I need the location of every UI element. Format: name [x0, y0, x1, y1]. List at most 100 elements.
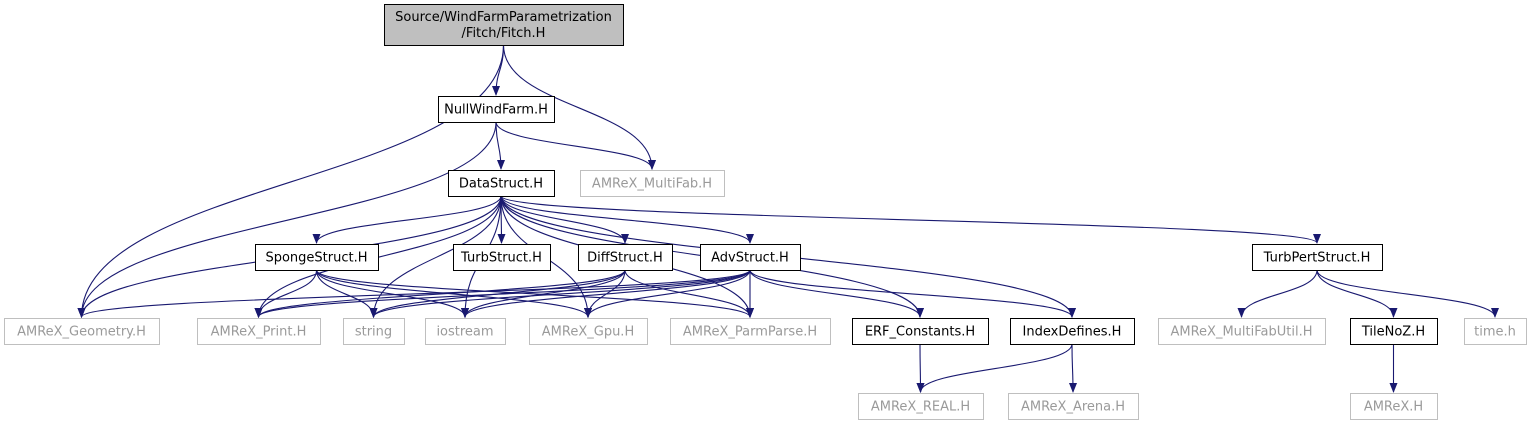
edge-advstruct-to-erf_constants [749, 269, 924, 318]
node-label-line-erf_constants-0: ERF_Constants.H [865, 325, 975, 340]
node-label-line-amrex_real-0: AMReX_REAL.H [871, 400, 970, 415]
node-erf_constants[interactable]: ERF_Constants.H [852, 318, 989, 345]
node-label-indexdefines: IndexDefines.H [1023, 325, 1122, 340]
node-label-erf_constants: ERF_Constants.H [865, 325, 975, 340]
edge-spongestruct-to-amrex_gpu [315, 269, 592, 318]
node-turbstruct[interactable]: TurbStruct.H [453, 244, 551, 271]
node-amrex_print: AMReX_Print.H [197, 318, 321, 345]
node-label-turbstruct: TurbStruct.H [460, 251, 542, 266]
node-label-line-diffstruct-0: DiffStruct.H [587, 251, 663, 266]
edge-datastruct-to-amrex_print [254, 195, 502, 318]
node-indexdefines[interactable]: IndexDefines.H [1010, 318, 1135, 345]
node-fitch[interactable]: Source/WindFarmParametrization/Fitch/Fit… [384, 4, 624, 46]
node-amrex_gpu: AMReX_Gpu.H [529, 318, 648, 345]
node-label-line-spongestruct-0: SpongeStruct.H [265, 251, 367, 266]
node-label-line-time_h-0: time.h [1474, 325, 1516, 340]
node-label-amrex_parmparse: AMReX_ParmParse.H [683, 325, 817, 340]
edge-diffstruct-to-amrex_parmparse [624, 269, 754, 318]
node-box-indexdefines [1010, 318, 1135, 345]
edge-turbpertstruct-to-time_h [1316, 269, 1499, 318]
node-label-advstruct: AdvStruct.H [711, 251, 789, 266]
node-nullwindfarm[interactable]: NullWindFarm.H [438, 96, 555, 123]
edge-diffstruct-to-iostream [461, 269, 626, 318]
edge-datastruct-to-advstruct [500, 195, 754, 244]
node-label-line-turbstruct-0: TurbStruct.H [460, 251, 542, 266]
node-box-iostream [425, 318, 506, 345]
node-tilenoz[interactable]: TileNoZ.H [1350, 318, 1438, 345]
edge-advstruct-to-string [369, 269, 751, 318]
node-iostream: iostream [425, 318, 506, 345]
node-label-line-amrex_geometry-0: AMReX_Geometry.H [17, 325, 146, 340]
node-label-amrex_h: AMReX.H [1364, 400, 1423, 415]
node-amrex_multifab: AMReX_MultiFab.H [580, 170, 725, 197]
node-box-amrex_multifab [580, 170, 725, 197]
node-box-string [343, 318, 405, 345]
node-label-fitch: Source/WindFarmParametrization/Fitch/Fit… [395, 10, 612, 41]
node-box-amrex_h [1350, 393, 1438, 420]
edge-turbpertstruct-to-amrex_multifabutil [1237, 269, 1318, 318]
edge-advstruct-to-indexdefines [749, 269, 1076, 318]
node-spongestruct[interactable]: SpongeStruct.H [255, 244, 379, 271]
node-label-datastruct: DataStruct.H [459, 177, 543, 192]
node-box-amrex_gpu [529, 318, 648, 345]
node-label-line-indexdefines-0: IndexDefines.H [1023, 325, 1122, 340]
node-label-amrex_arena: AMReX_Arena.H [1021, 400, 1125, 415]
edge-datastruct-to-string [369, 195, 502, 318]
node-box-advstruct [700, 244, 801, 271]
edge-fitch-to-nullwindfarm [492, 44, 505, 96]
node-label-line-turbpertstruct-0: TurbPertStruct.H [1263, 251, 1371, 266]
edge-spongestruct-to-iostream [315, 269, 469, 318]
node-label-line-nullwindfarm-0: NullWindFarm.H [444, 103, 548, 118]
node-label-line-amrex_gpu-0: AMReX_Gpu.H [542, 325, 634, 340]
node-label-iostream: iostream [436, 325, 493, 340]
node-box-amrex_multifabutil [1158, 318, 1326, 345]
node-label-line-datastruct-0: DataStruct.H [459, 177, 543, 192]
node-amrex_geometry: AMReX_Geometry.H [4, 318, 160, 345]
node-amrex_arena: AMReX_Arena.H [1008, 393, 1139, 420]
node-box-fitch [384, 4, 624, 46]
node-label-line-amrex_multifabutil-0: AMReX_MultiFabUtil.H [1171, 325, 1313, 340]
edge-advstruct-to-amrex_geometry [77, 269, 751, 318]
node-label-line-iostream-0: iostream [436, 325, 493, 340]
node-label-amrex_multifab: AMReX_MultiFab.H [592, 177, 712, 192]
node-label-line-advstruct-0: AdvStruct.H [711, 251, 789, 266]
node-label-string: string [355, 325, 392, 340]
edge-turbpertstruct-to-tilenoz [1316, 269, 1398, 318]
edge-datastruct-to-spongestruct [312, 195, 502, 244]
node-amrex_real: AMReX_REAL.H [858, 393, 984, 420]
edge-indexdefines-to-amrex_real [916, 343, 1073, 393]
node-label-amrex_real: AMReX_REAL.H [871, 400, 970, 415]
node-label-nullwindfarm: NullWindFarm.H [444, 103, 548, 118]
node-box-amrex_arena [1008, 393, 1139, 420]
node-box-turbpertstruct [1252, 244, 1383, 271]
node-box-diffstruct [578, 244, 673, 271]
node-box-turbstruct [453, 244, 551, 271]
node-box-tilenoz [1350, 318, 1438, 345]
node-label-line-amrex_multifab-0: AMReX_MultiFab.H [592, 177, 712, 192]
node-amrex_multifabutil: AMReX_MultiFabUtil.H [1158, 318, 1326, 345]
edge-fitch-to-amrex_multifab [502, 44, 656, 170]
node-turbpertstruct[interactable]: TurbPertStruct.H [1252, 244, 1383, 271]
node-label-turbpertstruct: TurbPertStruct.H [1263, 251, 1371, 266]
edge-diffstruct-to-amrex_print [254, 269, 626, 318]
node-amrex_h: AMReX.H [1350, 393, 1438, 420]
edge-advstruct-to-iostream [461, 269, 751, 318]
node-box-time_h [1464, 318, 1527, 345]
node-box-spongestruct [255, 244, 379, 271]
edge-nullwindfarm-to-datastruct [495, 121, 505, 170]
node-label-line-string-0: string [355, 325, 392, 340]
node-box-amrex_geometry [4, 318, 160, 345]
node-label-tilenoz: TileNoZ.H [1361, 325, 1425, 340]
node-label-line-amrex_arena-0: AMReX_Arena.H [1021, 400, 1125, 415]
node-label-diffstruct: DiffStruct.H [587, 251, 663, 266]
node-label-time_h: time.h [1474, 325, 1516, 340]
node-box-erf_constants [852, 318, 989, 345]
node-box-datastruct [448, 170, 555, 197]
node-datastruct[interactable]: DataStruct.H [448, 170, 555, 197]
node-advstruct[interactable]: AdvStruct.H [700, 244, 801, 271]
edge-advstruct-to-amrex_gpu [584, 269, 751, 318]
edge-fitch-to-amrex_geometry [77, 44, 505, 318]
node-amrex_parmparse: AMReX_ParmParse.H [670, 318, 831, 345]
node-diffstruct[interactable]: DiffStruct.H [578, 244, 673, 271]
